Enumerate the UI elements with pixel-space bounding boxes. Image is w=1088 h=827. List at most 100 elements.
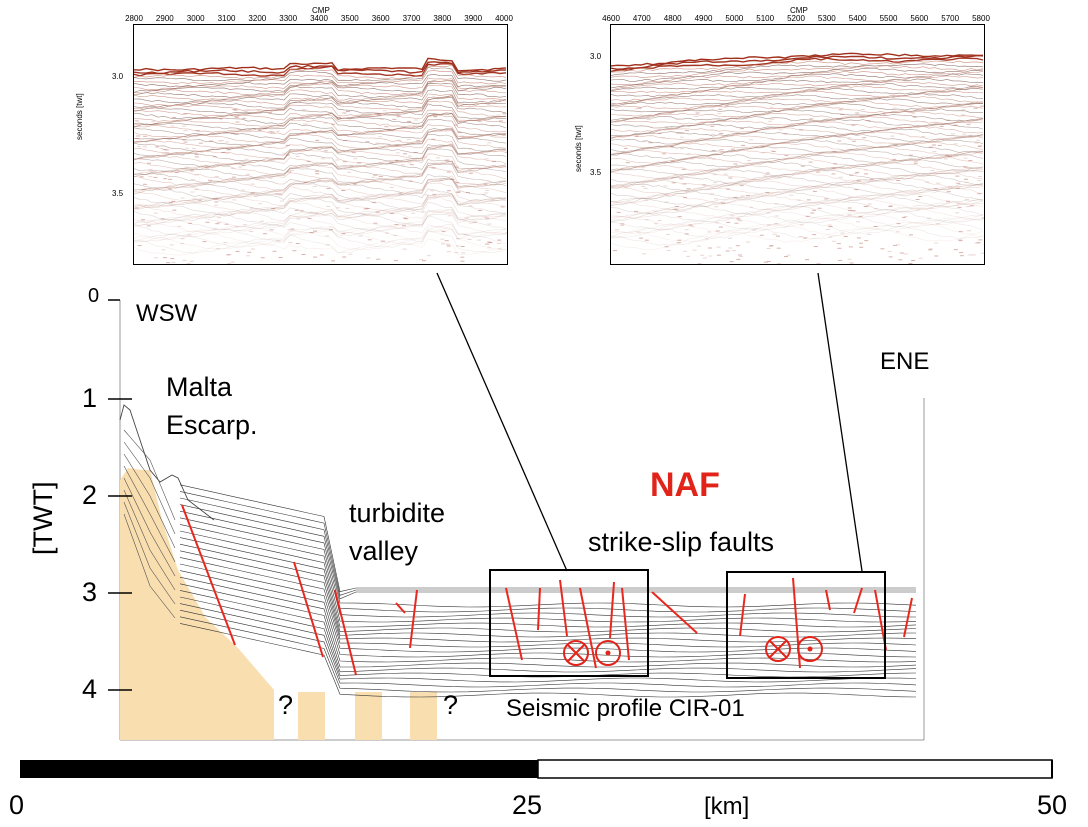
- seismic-speckle: [274, 193, 279, 195]
- seismic-speckle: [435, 157, 440, 159]
- seismic-speckle: [169, 244, 174, 246]
- seismic-speckle: [978, 239, 983, 241]
- seismic-speckle: [965, 198, 969, 200]
- seismic-speckle: [686, 188, 691, 190]
- seismic-speckle: [235, 121, 240, 123]
- seismic-reflector-line: [134, 196, 507, 218]
- seismic-speckle: [402, 248, 407, 250]
- seismic-speckle: [657, 220, 662, 222]
- seismic-speckle: [389, 161, 394, 163]
- seismic-speckle: [859, 115, 864, 117]
- seismic-speckle: [936, 223, 940, 225]
- seismic-speckle: [913, 162, 918, 164]
- seismic-speckle: [433, 116, 438, 118]
- seismic-speckle: [162, 149, 167, 151]
- seismic-speckle: [135, 138, 140, 140]
- seismic-speckle: [373, 174, 378, 176]
- seismic-speckle: [859, 242, 863, 244]
- seismic-reflector-line: [134, 113, 507, 131]
- seismic-speckle: [746, 241, 750, 243]
- seismic-speckle: [208, 179, 212, 181]
- seismic-reflector-line: [611, 189, 984, 207]
- seismic-speckle: [838, 109, 843, 111]
- seismic-speckle: [192, 148, 197, 149]
- seismic-speckle: [909, 234, 913, 236]
- seismic-speckle: [175, 171, 179, 173]
- seismic-speckle: [692, 249, 697, 251]
- seismic-speckle: [487, 142, 492, 144]
- seismic-speckle: [180, 197, 185, 199]
- seismic-speckle: [378, 176, 383, 178]
- seismic-speckle: [214, 204, 219, 206]
- seismic-speckle: [733, 163, 738, 165]
- seismic-speckle: [267, 111, 272, 113]
- inset-right-x-tick: 5000: [725, 14, 744, 23]
- seismic-speckle: [770, 150, 775, 152]
- seismic-speckle: [799, 129, 804, 131]
- seismic-reflector-line: [611, 151, 984, 172]
- seismic-speckle: [934, 242, 939, 244]
- seismic-speckle: [686, 153, 691, 155]
- seismic-speckle: [736, 218, 741, 220]
- seismic-speckle: [476, 239, 481, 241]
- seismic-speckle: [473, 167, 478, 169]
- slope-reflector: [123, 477, 176, 577]
- seismic-speckle: [953, 249, 958, 251]
- seismic-speckle: [771, 139, 776, 140]
- seismic-speckle: [329, 229, 333, 231]
- seismic-speckle: [492, 160, 496, 162]
- seismic-speckle: [225, 141, 230, 143]
- seismic-speckle: [238, 166, 243, 168]
- seismic-speckle: [974, 142, 979, 144]
- seismic-speckle: [326, 188, 331, 190]
- seismic-speckle: [653, 223, 658, 225]
- seismic-reflector-line: [134, 148, 507, 168]
- fault-trace: [559, 579, 568, 637]
- seismic-speckle: [472, 221, 477, 223]
- seismic-reflector-line: [611, 201, 984, 222]
- seismic-speckle: [408, 180, 413, 182]
- seismic-speckle: [271, 208, 276, 209]
- seismic-speckle: [386, 143, 390, 145]
- seismic-speckle: [182, 259, 187, 261]
- seismic-speckle: [849, 262, 854, 264]
- seismic-speckle: [961, 109, 966, 111]
- seismic-reflector-line: [611, 184, 984, 207]
- seismic-speckle: [430, 190, 435, 192]
- seismic-speckle: [721, 202, 726, 204]
- seismic-speckle: [798, 236, 803, 237]
- seismic-reflector-line: [611, 166, 984, 188]
- seismic-speckle: [873, 208, 878, 210]
- seismic-speckle: [959, 255, 964, 257]
- seismic-speckle: [419, 259, 424, 261]
- seismic-speckle: [837, 140, 842, 142]
- seismic-speckle: [664, 246, 669, 248]
- seismic-speckle: [860, 109, 865, 110]
- basement-block: [355, 692, 382, 740]
- seismic-speckle: [416, 140, 421, 142]
- seismic-speckle: [202, 150, 207, 152]
- slope-reflector: [123, 429, 176, 521]
- seismic-speckle: [806, 199, 811, 201]
- seismic-speckle: [839, 176, 844, 178]
- seismic-speckle: [813, 246, 818, 247]
- seismic-speckle: [851, 210, 856, 212]
- seismic-speckle: [500, 206, 505, 208]
- seismic-speckle: [231, 167, 236, 169]
- seismic-reflector-line: [134, 128, 507, 146]
- seismic-speckle: [898, 259, 903, 261]
- seismic-speckle: [977, 146, 982, 147]
- seismic-reflector-line: [611, 148, 984, 168]
- seismic-speckle: [186, 263, 191, 264]
- seismic-speckle: [655, 114, 660, 116]
- seismic-speckle: [921, 136, 926, 138]
- seismic-speckle: [371, 176, 376, 178]
- seismic-speckle: [963, 166, 968, 168]
- seismic-speckle: [396, 114, 401, 116]
- seismic-speckle: [713, 182, 718, 184]
- seismic-speckle: [702, 257, 707, 259]
- seismic-speckle: [808, 161, 813, 163]
- seismic-speckle: [203, 166, 208, 168]
- fault-trace: [334, 589, 357, 676]
- seismic-speckle: [337, 116, 342, 118]
